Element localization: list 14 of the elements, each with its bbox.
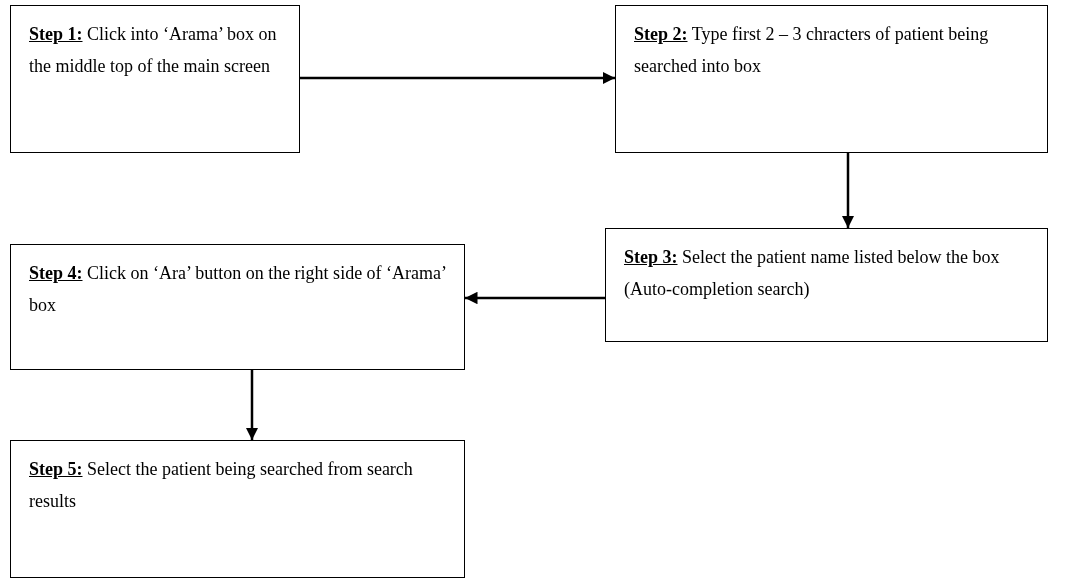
- step-text: Step 2: Type first 2 – 3 chracters of patient being searched into box: [634, 23, 990, 78]
- arrow: [465, 291, 605, 305]
- arrow: [841, 153, 855, 228]
- step-text: Step 4: Click on ‘Ara’ button on the right side of ‘Arama’ box: [29, 262, 447, 317]
- step-box: [10, 5, 300, 153]
- arrow: [245, 370, 259, 440]
- step-box: [615, 5, 1048, 153]
- step-box: [10, 244, 465, 370]
- step-box: [10, 440, 465, 578]
- step-text: Step 5: Select the patient being searched from search results: [29, 458, 414, 513]
- arrow: [300, 71, 615, 85]
- step-box: [605, 228, 1048, 342]
- step-text: Step 1: Click into ‘Arama’ box on the middle top of the main screen: [29, 23, 278, 78]
- step-text: Step 3: Select the patient name listed below the box (Auto-completion search): [624, 246, 1001, 301]
